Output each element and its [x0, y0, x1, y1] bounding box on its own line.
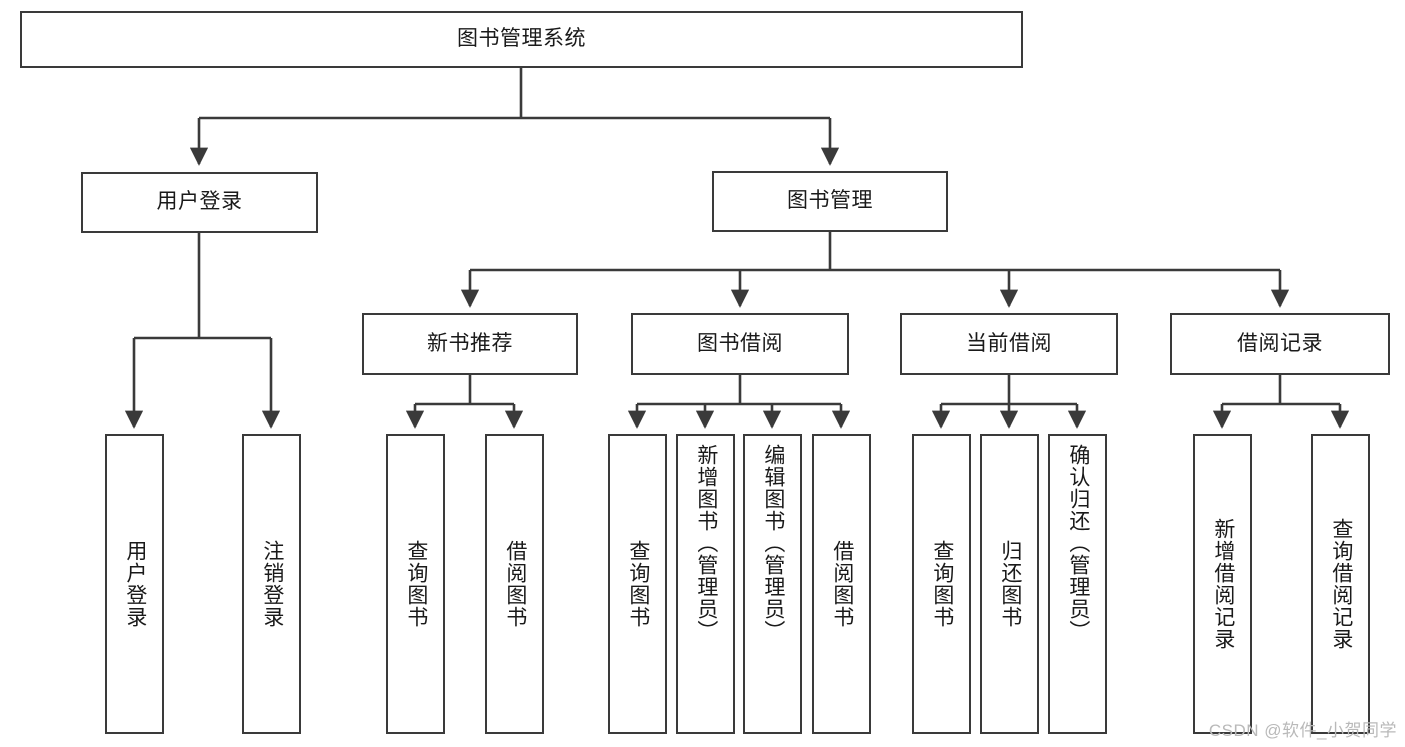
csdn-watermark: CSDN @软件_小贺同学 [1208, 721, 1397, 740]
node-label: 借阅图书 [830, 540, 854, 628]
node-label: 图书管理系统 [457, 27, 586, 51]
node-label: 图书管理 [787, 189, 873, 213]
node-book-borrow[interactable]: 图书借阅 [631, 313, 849, 375]
leaf-book-borrow-borrow[interactable]: 借阅图书 [812, 434, 871, 734]
node-system-root[interactable]: 图书管理系统 [20, 11, 1023, 68]
leaf-current-borrow-query[interactable]: 查询图书 [912, 434, 971, 734]
node-label: 借阅图书 [503, 540, 527, 628]
node-label: 用户登录 [123, 540, 147, 628]
leaf-new-book-borrow[interactable]: 借阅图书 [485, 434, 544, 734]
leaf-book-borrow-query[interactable]: 查询图书 [608, 434, 667, 734]
leaf-new-book-query[interactable]: 查询图书 [386, 434, 445, 734]
leaf-book-borrow-edit[interactable]: 编辑图书（管理员） [743, 434, 802, 734]
node-label: 图书借阅 [697, 331, 783, 355]
node-label: 归还图书 [998, 540, 1022, 628]
node-label: 编辑图书（管理员） [761, 444, 785, 642]
leaf-borrow-record-query[interactable]: 查询借阅记录 [1311, 434, 1370, 734]
node-label: 新书推荐 [427, 331, 513, 355]
node-new-book-recommend[interactable]: 新书推荐 [362, 313, 578, 375]
leaf-borrow-record-add[interactable]: 新增借阅记录 [1193, 434, 1252, 734]
node-current-borrow[interactable]: 当前借阅 [900, 313, 1118, 375]
node-label: 查询借阅记录 [1329, 518, 1353, 650]
node-label: 确认归还（管理员） [1066, 444, 1090, 642]
node-user-login[interactable]: 用户登录 [81, 172, 318, 233]
node-label: 查询图书 [930, 540, 954, 628]
node-label: 用户登录 [156, 190, 243, 214]
leaf-current-borrow-return[interactable]: 归还图书 [980, 434, 1039, 734]
node-label: 新增借阅记录 [1211, 518, 1235, 650]
leaf-user-login-signout[interactable]: 注销登录 [242, 434, 301, 734]
node-label: 借阅记录 [1237, 331, 1323, 355]
leaf-current-borrow-confirm[interactable]: 确认归还（管理员） [1048, 434, 1107, 734]
leaf-book-borrow-add[interactable]: 新增图书（管理员） [676, 434, 735, 734]
node-label: 查询图书 [626, 540, 650, 628]
node-label: 注销登录 [260, 540, 284, 628]
node-label: 查询图书 [404, 540, 428, 628]
leaf-user-login-signin[interactable]: 用户登录 [105, 434, 164, 734]
node-borrow-record[interactable]: 借阅记录 [1170, 313, 1390, 375]
node-book-management[interactable]: 图书管理 [712, 171, 948, 232]
node-label: 新增图书（管理员） [694, 444, 718, 642]
node-label: 当前借阅 [966, 331, 1052, 355]
